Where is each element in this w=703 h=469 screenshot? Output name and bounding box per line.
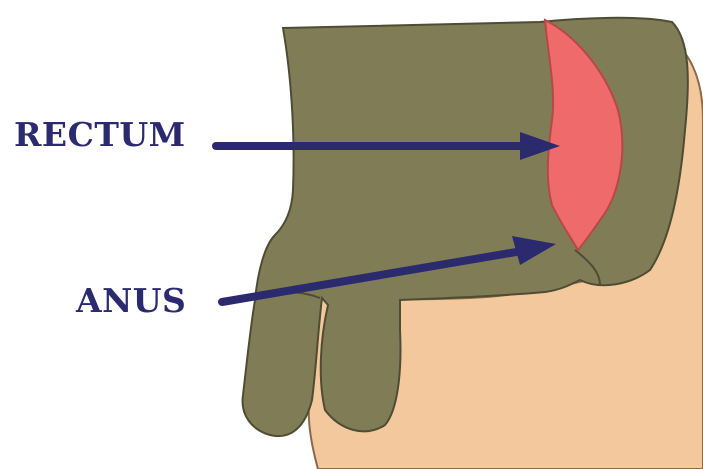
rectum-label: RECTUM [14, 118, 186, 151]
anus-label: ANUS [76, 284, 186, 317]
